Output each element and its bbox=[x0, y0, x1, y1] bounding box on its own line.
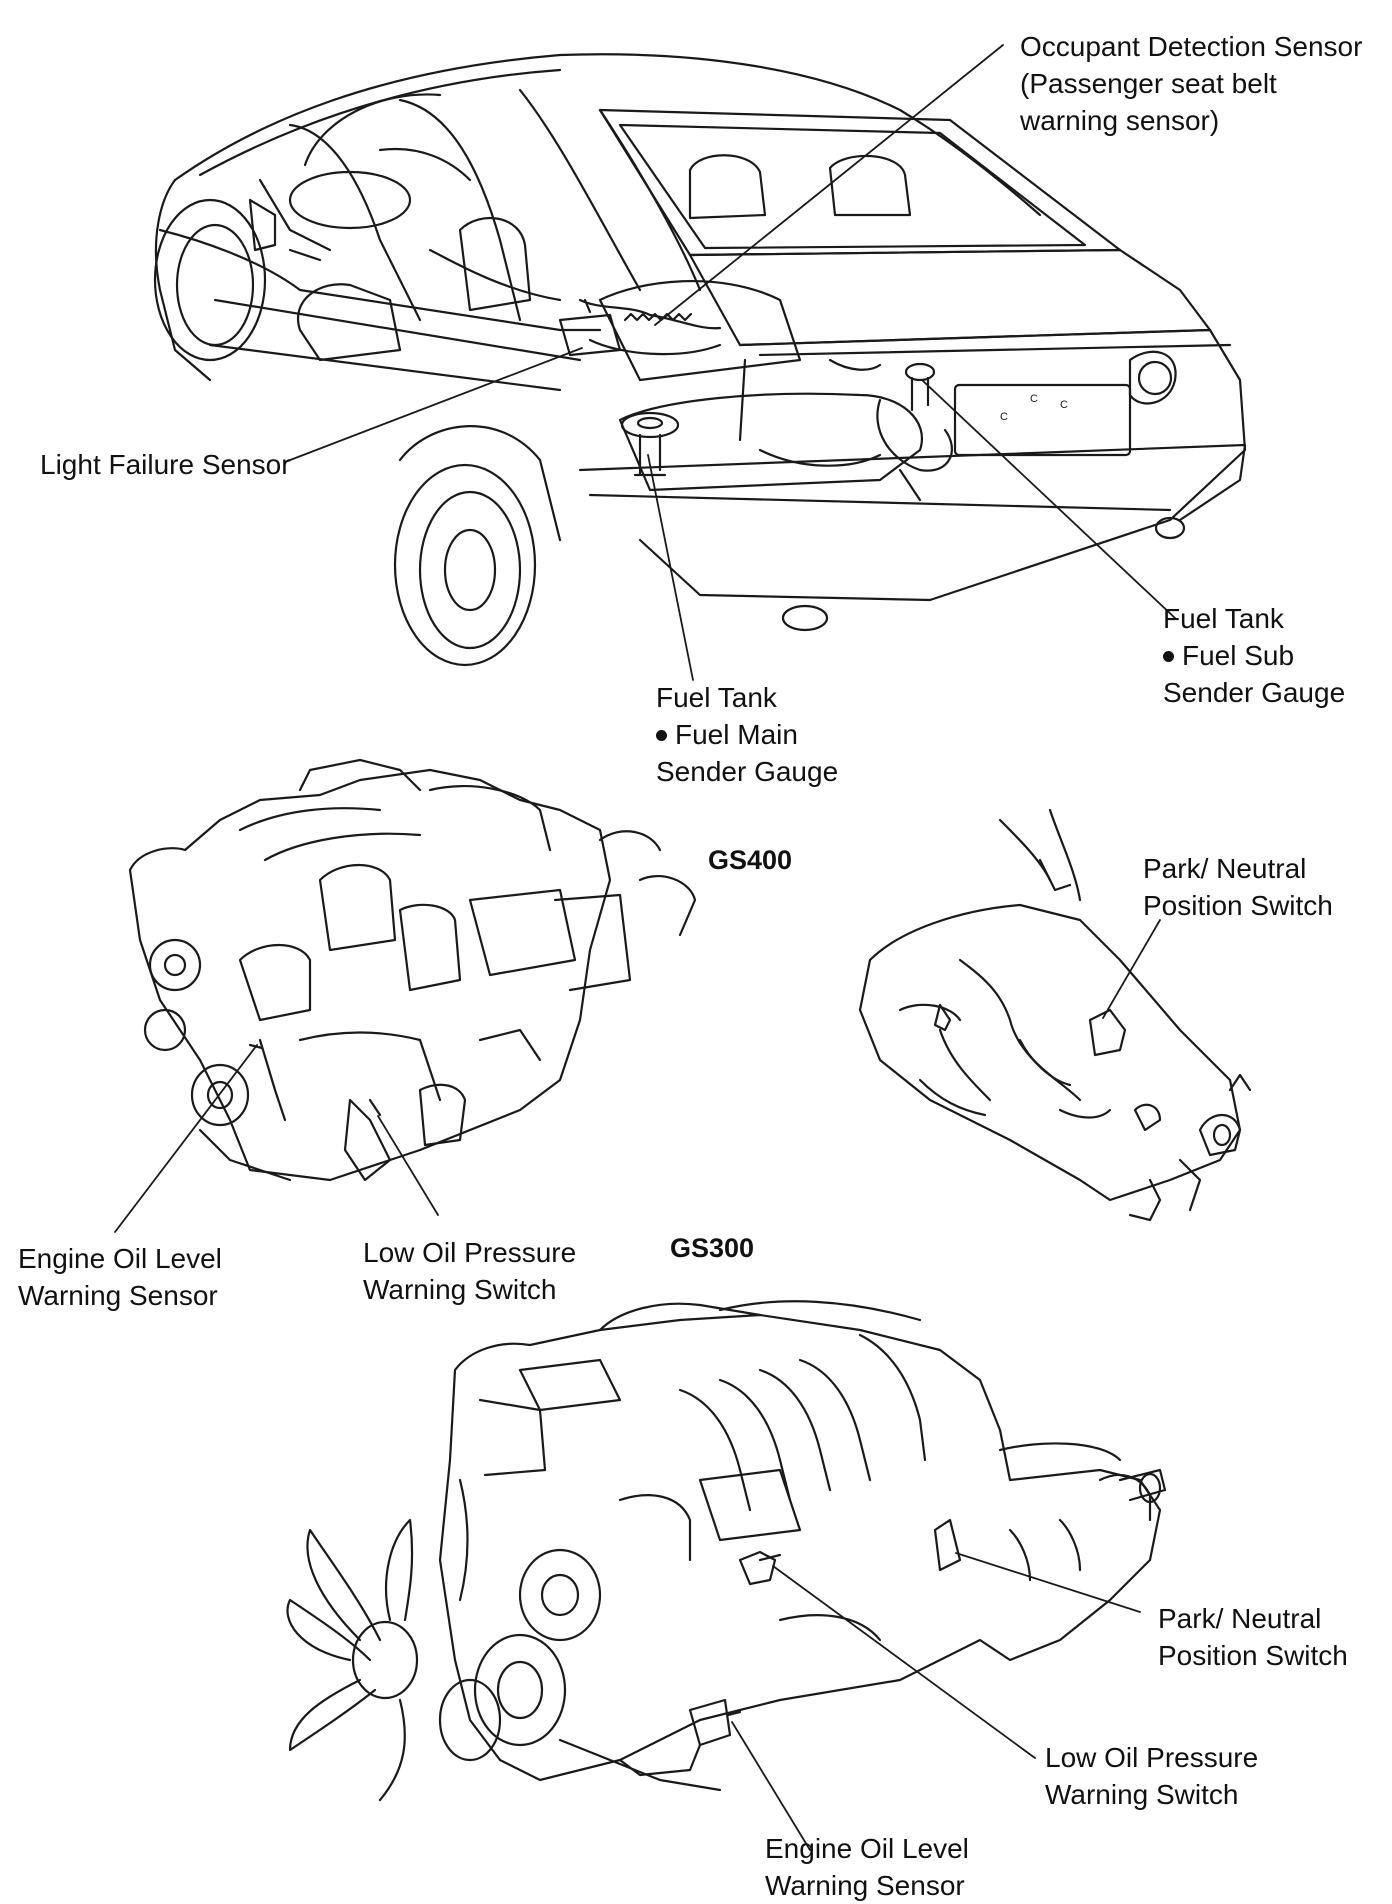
fuel-main-line-1: Fuel Tank bbox=[656, 682, 777, 713]
svg-text:C: C bbox=[1030, 393, 1038, 405]
fuel-main-leader bbox=[647, 454, 694, 681]
fuel-main-line-2-text: Fuel Main bbox=[675, 719, 798, 750]
gs300-park-neutral-label: Park/ Neutral Position Switch bbox=[1158, 1600, 1348, 1674]
fuel-sub-line-3: Sender Gauge bbox=[1163, 677, 1346, 708]
gs400-oil-level-line-1: Engine Oil Level bbox=[18, 1243, 222, 1274]
gs300-park-neutral-line-2: Position Switch bbox=[1158, 1640, 1348, 1671]
gs300-model-label: GS300 bbox=[670, 1233, 755, 1263]
bullet-icon bbox=[1163, 651, 1174, 662]
car-leader-lines bbox=[284, 44, 1176, 681]
gs400-transmission-leader-lines bbox=[1102, 919, 1161, 1019]
occupant-sensor-leader bbox=[654, 44, 1004, 326]
fuel-sub-line-1: Fuel Tank bbox=[1163, 603, 1284, 634]
gs400-oil-pressure-leader bbox=[377, 1115, 439, 1216]
fuel-main-line-2: Fuel Main bbox=[656, 716, 838, 753]
gs300-engine-oil-level-label: Engine Oil Level Warning Sensor bbox=[765, 1830, 969, 1904]
occupant-detection-sensor-label: Occupant Detection Sensor (Passenger sea… bbox=[1020, 28, 1362, 139]
occupant-label-line-1: Occupant Detection Sensor bbox=[1020, 31, 1363, 62]
car-illustration: C C C bbox=[153, 53, 1247, 667]
gs400-engine-illustration bbox=[128, 758, 697, 1182]
fuel-tank-main-sender-label: Fuel Tank Fuel Main Sender Gauge bbox=[656, 679, 838, 790]
cooling-fan bbox=[286, 1518, 419, 1802]
fuel-sub-line-2: Fuel Sub bbox=[1163, 637, 1345, 674]
gs400-park-neutral-line-2: Position Switch bbox=[1143, 890, 1333, 921]
light-failure-label-line-1: Light Failure Sensor bbox=[40, 449, 291, 480]
gs400-transmission-illustration bbox=[858, 808, 1252, 1222]
gs400-park-neutral-label: Park/ Neutral Position Switch bbox=[1143, 850, 1333, 924]
gs400-low-oil-pressure-label: Low Oil Pressure Warning Switch bbox=[363, 1234, 576, 1308]
gs400-engine-oil-level-label: Engine Oil Level Warning Sensor bbox=[18, 1240, 222, 1314]
occupant-label-line-3: warning sensor) bbox=[1020, 105, 1220, 136]
gs400-park-neutral-leader bbox=[1102, 919, 1161, 1019]
gs300-oil-pressure-line-2: Warning Switch bbox=[1045, 1779, 1239, 1810]
gs300-oil-pressure-line-1: Low Oil Pressure bbox=[1045, 1742, 1259, 1773]
gs400-model-label: GS400 bbox=[708, 845, 793, 875]
gs400-oil-level-line-2: Warning Sensor bbox=[18, 1280, 218, 1311]
svg-text:C: C bbox=[1060, 399, 1068, 411]
light-failure-sensor-label: Light Failure Sensor bbox=[40, 446, 291, 483]
light-failure-leader bbox=[284, 347, 583, 463]
gs300-low-oil-pressure-label: Low Oil Pressure Warning Switch bbox=[1045, 1739, 1258, 1813]
gs400-oil-level-leader bbox=[114, 1044, 258, 1233]
fuel-tank-sub-sender-label: Fuel Tank Fuel Sub Sender Gauge bbox=[1163, 600, 1345, 711]
gs300-oil-pressure-leader bbox=[772, 1565, 1036, 1759]
gs300-oil-level-line-1: Engine Oil Level bbox=[765, 1833, 969, 1864]
occupant-label-line-2: (Passenger seat belt bbox=[1020, 68, 1277, 99]
fuel-sub-line-2-text: Fuel Sub bbox=[1182, 640, 1295, 671]
gs300-park-neutral-line-1: Park/ Neutral bbox=[1158, 1603, 1322, 1634]
fuel-sub-leader bbox=[921, 379, 1176, 619]
gs300-park-neutral-leader bbox=[955, 1552, 1141, 1613]
svg-text:C: C bbox=[1000, 411, 1008, 423]
fuel-main-line-3: Sender Gauge bbox=[656, 756, 839, 787]
gs300-oil-level-leader bbox=[731, 1721, 811, 1851]
bullet-icon bbox=[656, 730, 667, 741]
gs400-park-neutral-line-1: Park/ Neutral bbox=[1143, 853, 1307, 884]
gs300-engine-leader-lines bbox=[731, 1552, 1141, 1851]
gs400-engine-leader-lines bbox=[114, 1044, 439, 1233]
gs300-engine-illustration bbox=[286, 1300, 1167, 1802]
gs300-oil-level-line-2: Warning Sensor bbox=[765, 1870, 965, 1901]
gs400-oil-pressure-line-2: Warning Switch bbox=[363, 1274, 557, 1305]
gs400-oil-pressure-line-1: Low Oil Pressure bbox=[363, 1237, 577, 1268]
